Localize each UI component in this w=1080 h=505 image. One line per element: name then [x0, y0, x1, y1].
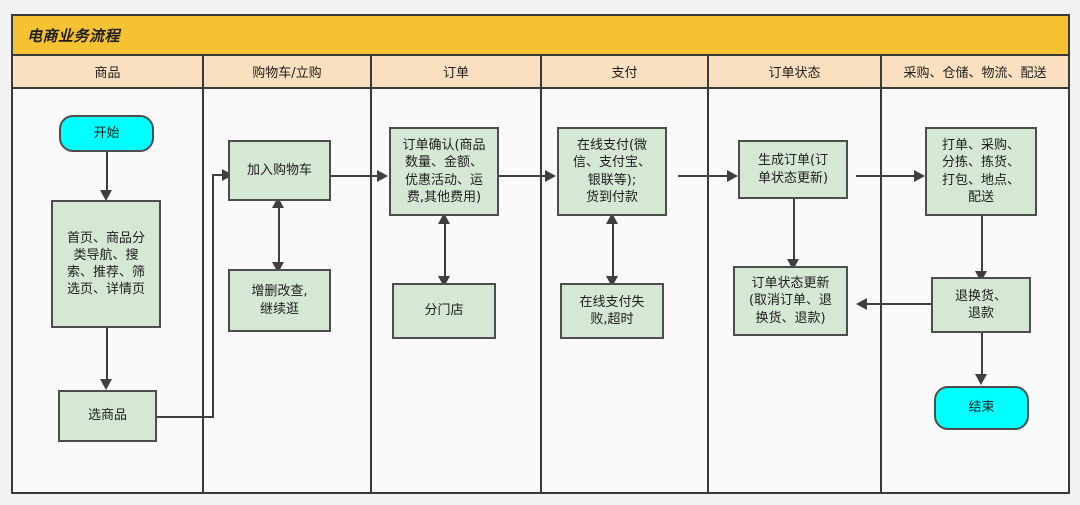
- edge-pay-payfail-arrow-down: [606, 276, 618, 287]
- edge-pick-addcart-h2: [212, 174, 226, 176]
- node-online-payment[interactable]: 在线支付(微 信、支付宝、 银联等); 货到付款: [557, 127, 667, 216]
- edge-pay-createorder-arrow: [727, 170, 738, 182]
- node-order-status-update[interactable]: 订单状态更新 (取消订单、退 换货、退款): [733, 266, 848, 336]
- edge-pick-addcart-h1: [157, 416, 214, 418]
- edge-pick-addcart-arrow: [222, 169, 233, 181]
- lane-body-订单: [372, 89, 542, 494]
- node-order-confirm[interactable]: 订单确认(商品 数量、金额、 优惠活动、运 费,其他费用): [389, 127, 499, 216]
- edge-pay-payfail-line: [612, 216, 614, 284]
- node-fulfillment[interactable]: 打单、采购、 分拣、拣货、 打包、地点、 配送: [925, 127, 1037, 216]
- edge-createorder-statusupdate-line: [793, 199, 795, 266]
- diagram-title: 电商业务流程: [27, 27, 121, 45]
- node-add-to-cart[interactable]: 加入购物车: [228, 140, 331, 201]
- edge-addcart-editcart-line: [278, 200, 280, 270]
- node-browse-pages[interactable]: 首页、商品分 类导航、搜 索、推荐、筛 选页、详情页: [51, 200, 161, 328]
- edge-addcart-confirm-line: [331, 175, 379, 177]
- edge-start-browse-arrow: [100, 190, 112, 201]
- node-payment-failed[interactable]: 在线支付失 败,超时: [560, 283, 664, 339]
- edge-returns-statusupdate-line: [862, 303, 932, 305]
- lane-header-采购仓储物流配送: 采购、仓储、物流、配送: [882, 56, 1068, 89]
- edge-browse-pick-arrow: [100, 379, 112, 390]
- edge-confirm-branchstore-line: [444, 216, 446, 284]
- pool-title-bar: 电商业务流程: [13, 16, 1068, 56]
- edge-returns-end-line: [981, 332, 983, 381]
- lane-header-订单: 订单: [372, 56, 542, 89]
- node-select-product[interactable]: 选商品: [58, 390, 157, 442]
- edge-pick-addcart-v: [212, 174, 214, 418]
- edge-confirm-pay-line: [499, 175, 547, 177]
- edge-confirm-pay-arrow: [545, 170, 556, 182]
- edge-createorder-statusupdate-arrow: [787, 259, 799, 270]
- lane-header-购物车: 购物车/立购: [204, 56, 372, 89]
- edge-fulfill-returns-line: [981, 216, 983, 278]
- lane-header-支付: 支付: [542, 56, 709, 89]
- lane-body-订单状态: [709, 89, 882, 494]
- edge-browse-pick-line: [106, 328, 108, 386]
- edge-returns-end-arrow: [975, 374, 987, 385]
- node-start[interactable]: 开始: [59, 115, 154, 152]
- edge-start-browse-line: [106, 151, 108, 197]
- node-create-order[interactable]: 生成订单(订 单状态更新): [738, 140, 848, 199]
- lane-body-商品: [13, 89, 204, 494]
- edge-addcart-editcart-arrow-down: [272, 262, 284, 273]
- edge-confirm-branchstore-arrow-down: [438, 276, 450, 287]
- edge-createorder-fulfill-line: [856, 175, 916, 177]
- lane-body-购物车: [204, 89, 372, 494]
- lane-header-订单状态: 订单状态: [709, 56, 882, 89]
- swimlane-pool: 电商业务流程 商品 购物车/立购 订单 支付 订单状态 采购、仓储、物流、配送: [11, 14, 1070, 494]
- edge-pay-createorder-line: [678, 175, 729, 177]
- edge-confirm-branchstore-arrow-up: [438, 213, 450, 224]
- lane-body-支付: [542, 89, 709, 494]
- edge-addcart-confirm-arrow: [377, 170, 388, 182]
- node-returns-refund[interactable]: 退换货、 退款: [931, 277, 1031, 333]
- node-end[interactable]: 结束: [934, 386, 1029, 430]
- edge-createorder-fulfill-arrow: [914, 170, 925, 182]
- edge-addcart-editcart-arrow-up: [272, 197, 284, 208]
- edge-returns-statusupdate-arrow: [856, 298, 867, 310]
- node-branch-store[interactable]: 分门店: [392, 283, 496, 339]
- edge-fulfill-returns-arrow: [975, 271, 987, 282]
- lane-header-商品: 商品: [13, 56, 204, 89]
- edge-pay-payfail-arrow-up: [606, 213, 618, 224]
- node-edit-cart[interactable]: 增删改查, 继续逛: [228, 269, 331, 332]
